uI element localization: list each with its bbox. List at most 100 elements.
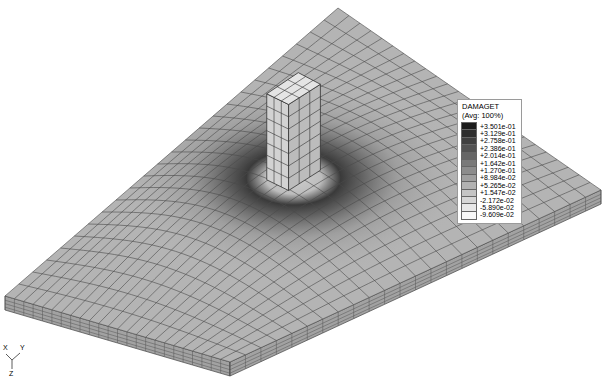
column-mesh — [274, 97, 275, 183]
plate-surface — [5, 8, 601, 362]
legend-title: DAMAGET — [462, 103, 499, 111]
mesh-line — [211, 175, 579, 357]
mesh-line — [174, 145, 536, 346]
column-mesh — [267, 131, 289, 142]
edge-mesh-line — [33, 304, 34, 318]
edge-mesh-line — [192, 351, 193, 365]
mesh-line — [99, 84, 448, 324]
column-mesh — [289, 158, 321, 178]
column-mesh — [267, 168, 289, 179]
column-mesh — [281, 80, 313, 101]
axis-triad — [6, 354, 12, 360]
edge-mesh-line — [80, 318, 81, 332]
column-mesh — [289, 133, 321, 153]
mesh-line — [102, 212, 338, 312]
column-mesh — [289, 109, 321, 129]
legend-value: +8.984e-02 — [480, 174, 516, 181]
mesh-line — [230, 190, 601, 362]
mesh-line — [241, 92, 493, 240]
edge-mesh-line — [307, 326, 308, 340]
column-mesh — [289, 121, 321, 141]
edge-mesh-line — [42, 307, 43, 321]
column-face — [267, 94, 289, 191]
edge-mesh-line — [554, 212, 555, 226]
mesh-line — [324, 20, 585, 197]
edge-mesh-line — [322, 319, 323, 333]
legend-value: +1.270e-01 — [480, 167, 516, 174]
edge-mesh-line — [508, 233, 509, 247]
mesh-line — [19, 284, 246, 355]
legend-swatch — [462, 212, 476, 220]
axis-label: Y — [20, 344, 25, 351]
edge-mesh-line — [98, 324, 99, 338]
column-mesh — [267, 143, 289, 154]
edge-mesh-line — [276, 341, 277, 355]
legend-value: +5.265e-02 — [480, 182, 516, 189]
legend-value: +1.547e-02 — [480, 189, 516, 196]
mesh-line — [71, 61, 415, 315]
edge-mesh-line — [384, 290, 385, 304]
edge-mesh-line — [117, 329, 118, 343]
column-mesh — [267, 118, 289, 129]
mesh-line — [24, 23, 360, 301]
legend-value: +3.129e-01 — [480, 130, 516, 137]
edge-mesh-line — [5, 296, 6, 310]
legend-value: -5.890e-02 — [480, 204, 514, 211]
mesh-line — [130, 188, 369, 298]
column-mesh — [309, 91, 310, 177]
axis-label: X — [3, 344, 8, 351]
edge-mesh-line — [211, 357, 212, 371]
edge-mesh-line — [220, 359, 221, 373]
edge-mesh-line — [183, 348, 184, 362]
edge-mesh-line — [155, 340, 156, 354]
edge-mesh-line — [173, 346, 174, 360]
mesh-line — [43, 38, 382, 307]
legend-value: -9.609e-02 — [480, 211, 514, 218]
column-mesh — [277, 87, 299, 98]
column-mesh — [267, 155, 289, 166]
edge-mesh-line — [164, 343, 165, 357]
legend-value: -2.172e-02 — [480, 197, 514, 204]
edge-mesh-line — [126, 332, 127, 346]
edge-mesh-line — [523, 226, 524, 240]
legend-value: +1.642e-01 — [480, 160, 516, 167]
edge-mesh-line — [400, 283, 401, 297]
edge-mesh-line — [461, 255, 462, 269]
column-mesh — [289, 146, 321, 166]
mesh-line — [199, 128, 446, 262]
column-mesh — [281, 101, 282, 187]
edge-mesh-line — [446, 262, 447, 276]
mesh-line — [116, 200, 354, 305]
mesh-line — [255, 80, 509, 233]
legend-value: +2.758e-01 — [480, 137, 516, 144]
mesh-line — [74, 236, 307, 326]
column-mesh — [267, 106, 289, 117]
mesh-line — [193, 160, 558, 351]
mesh-line — [108, 91, 458, 326]
edge-mesh-line — [61, 313, 62, 327]
edge-mesh-line — [353, 305, 354, 319]
edge-mesh-line — [14, 299, 15, 313]
axis-label: Z — [9, 370, 13, 377]
mesh-line — [164, 137, 524, 343]
legend-value: +2.014e-01 — [480, 152, 516, 159]
legend-value: +3.501e-01 — [480, 123, 516, 130]
mesh-line — [213, 116, 462, 255]
edge-mesh-line — [539, 219, 540, 233]
edge-mesh-line — [89, 321, 90, 335]
axis-triad — [12, 360, 13, 369]
mesh-line — [221, 182, 590, 359]
column-mesh — [274, 77, 306, 98]
mesh-line — [89, 76, 436, 321]
edge-mesh-line — [260, 348, 261, 362]
edge-mesh-line — [492, 240, 493, 254]
edge-mesh-line — [51, 310, 52, 324]
edge-mesh-line — [108, 326, 109, 340]
edge-mesh-line — [245, 355, 246, 369]
edge-mesh-line — [415, 276, 416, 290]
edge-mesh-line — [201, 354, 202, 368]
plate-mesh — [5, 8, 601, 362]
edge-mesh-line — [70, 315, 71, 329]
edge-mesh-line — [230, 362, 231, 376]
edge-mesh-line — [136, 335, 137, 349]
